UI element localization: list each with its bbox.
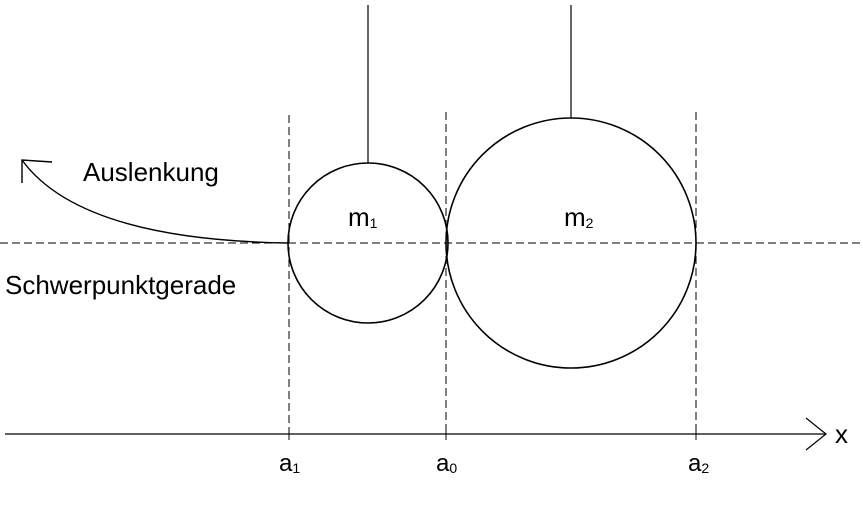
deflection-arrowhead [21, 159, 53, 183]
x-axis-arrowhead [805, 417, 827, 451]
position-label-a0: a0 [436, 450, 458, 477]
deflection-arc [21, 159, 290, 244]
deflection-label: Auslenkung [83, 157, 219, 187]
ball-m2 [445, 117, 697, 369]
position-label-a1: a1 [279, 450, 301, 477]
mass-label-m1: m1 [348, 202, 378, 232]
position-label-a2: a2 [688, 450, 710, 477]
mass-label-m2: m2 [564, 202, 594, 232]
centerline-label: Schwerpunktgerade [5, 270, 237, 300]
axis-label-x: x [835, 419, 848, 449]
